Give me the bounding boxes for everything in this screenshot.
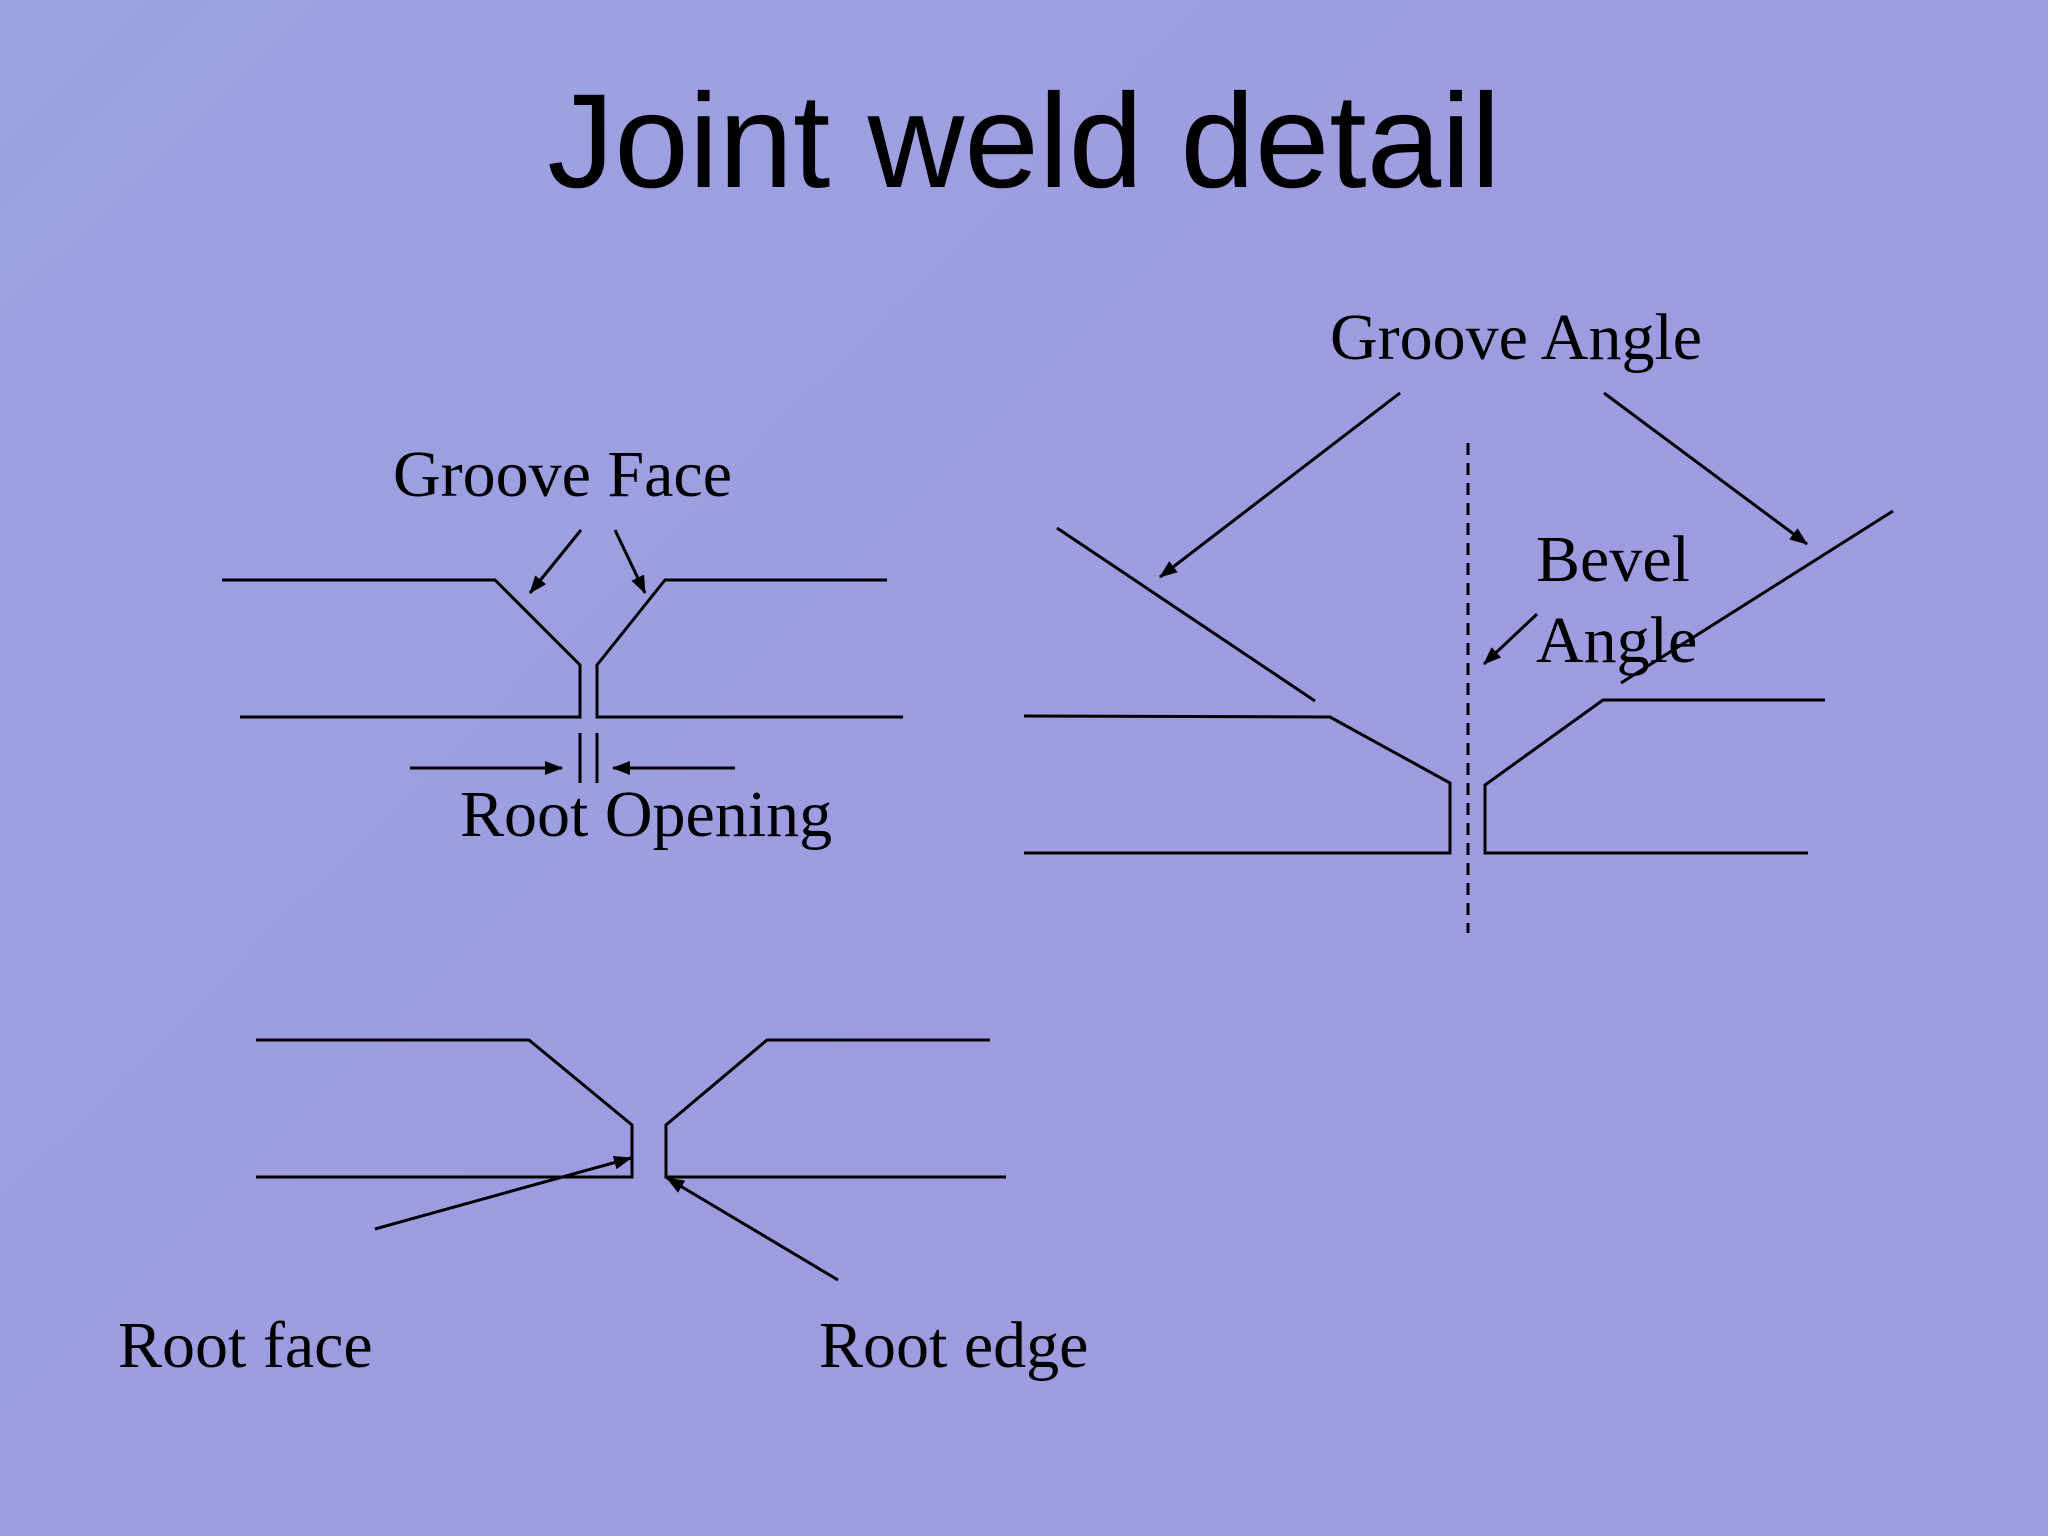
groove-angle-arrow-left	[1159, 391, 1401, 579]
root-face-arrow	[374, 1155, 632, 1231]
left-plate-outline	[1023, 714, 1452, 855]
right-groove-angle-extension-line	[1620, 509, 1894, 685]
left-groove-angle-extension-line	[1056, 526, 1316, 703]
root-face-diagram: Root face Root edge	[118, 1038, 1088, 1382]
bevel-angle-arrow	[1482, 612, 1539, 666]
groove-angle-label: Groove Angle	[1330, 301, 1702, 374]
left-plate-outline	[222, 578, 582, 719]
root-face-label: Root face	[118, 1309, 373, 1382]
slide-title: Joint weld detail	[547, 67, 1501, 216]
left-plate-outline	[256, 1038, 634, 1179]
groove-face-arrow-right	[613, 529, 647, 594]
right-plate-outline	[1483, 698, 1825, 855]
root-edge-label: Root edge	[819, 1309, 1088, 1382]
angle-label: Angle	[1536, 604, 1697, 677]
groove-face-arrow-left	[528, 529, 583, 594]
right-plate-outline	[595, 578, 903, 719]
groove-angle-diagram: Groove Angle Bevel Angle	[1023, 301, 1894, 933]
root-edge-arrow	[666, 1176, 839, 1282]
groove-angle-arrow-right	[1603, 391, 1808, 546]
right-plate-outline	[664, 1038, 1006, 1179]
bevel-label: Bevel	[1536, 523, 1690, 596]
groove-face-diagram: Groove Face Root Opening	[222, 438, 903, 851]
groove-face-label: Groove Face	[393, 438, 732, 511]
root-opening-label: Root Opening	[460, 778, 832, 851]
